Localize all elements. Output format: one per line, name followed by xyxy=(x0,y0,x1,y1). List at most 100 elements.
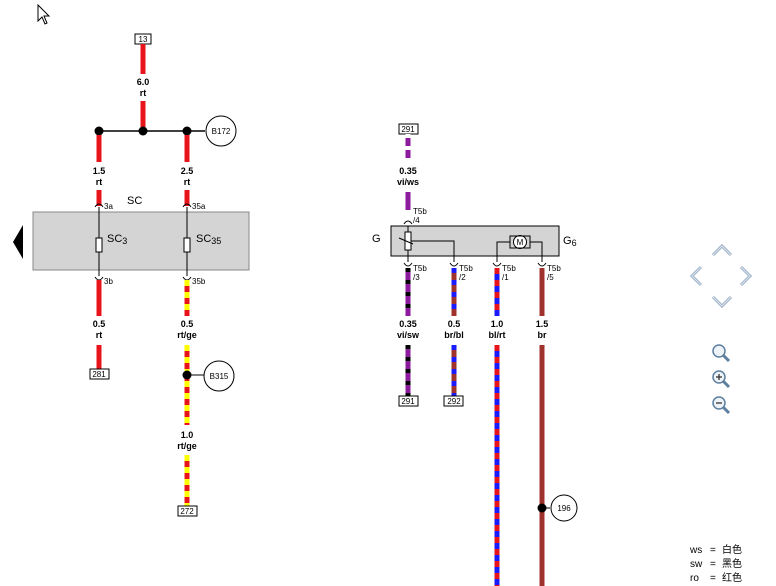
fuse-sc35-icon xyxy=(183,237,191,253)
pin-t5b-5-label-a: T5b xyxy=(547,264,561,273)
legend-eq: = xyxy=(710,545,716,556)
connector-292-label: 292 xyxy=(447,397,461,406)
motor-label: M xyxy=(517,238,524,247)
ground-point-b172 xyxy=(205,115,237,147)
chevron-right-icon[interactable] xyxy=(738,264,754,288)
legend-meaning: 白色 xyxy=(722,545,742,556)
legend-eq: = xyxy=(710,573,716,584)
wire-w8-color: vi/sw xyxy=(397,330,420,340)
wire-w9-size: 0.5 xyxy=(448,319,461,329)
wire-w4-color: rt xyxy=(96,330,103,340)
ground-point-196-label: 196 xyxy=(557,504,571,513)
internal-wire xyxy=(496,241,510,262)
connector-291-bottom-label: 291 xyxy=(401,397,415,406)
fuse-sc3-icon xyxy=(95,237,103,253)
pin-t5b-1-label-b: /1 xyxy=(502,273,509,282)
internal-wire xyxy=(530,241,543,262)
wire-w11-size: 1.5 xyxy=(536,319,549,329)
pin-t5b-4-label-a: T5b xyxy=(413,207,427,216)
legend-row: ro = 红色 xyxy=(690,572,742,586)
wire-w5-size: 0.5 xyxy=(181,319,194,329)
chevron-up-icon[interactable] xyxy=(710,242,734,258)
wire-w2-size: 1.5 xyxy=(93,166,106,176)
scroll-left-arrow-icon[interactable] xyxy=(13,225,23,259)
pin-35a-label: 35a xyxy=(192,202,206,211)
fuse-sc3-label: SC3 xyxy=(107,233,127,246)
junction-dot xyxy=(94,126,104,136)
fuse-box-sc xyxy=(32,211,250,271)
wire-w4-size: 0.5 xyxy=(93,319,106,329)
wire-w1-size: 6.0 xyxy=(137,77,150,87)
connector-291-top-label: 291 xyxy=(401,125,415,134)
zoom-in-icon[interactable] xyxy=(710,368,732,390)
fuse-sc35-label: SC35 xyxy=(196,233,221,246)
wire-w7-color: vi/ws xyxy=(397,177,419,187)
legend-meaning: 红色 xyxy=(722,573,742,584)
legend-code: sw xyxy=(690,559,703,570)
pin-t5b-4-label-b: /4 xyxy=(413,216,420,225)
legend-eq: = xyxy=(710,559,716,570)
color-legend: ws = 白色 sw = 黑色 ro = 红色 xyxy=(690,544,742,586)
pin-t5b-2 xyxy=(449,262,459,267)
pin-t5b-3 xyxy=(403,262,413,267)
pin-3a xyxy=(94,203,104,208)
pin-t5b-1 xyxy=(492,262,502,267)
legend-row: sw = 黑色 xyxy=(690,558,742,572)
pin-t5b-4 xyxy=(403,220,413,225)
pin-t5b-3-label-a: T5b xyxy=(413,264,427,273)
pin-t5b-3-label-b: /3 xyxy=(413,273,420,282)
wire-w8-size: 0.35 xyxy=(399,319,417,329)
wire-w1-color: rt xyxy=(140,88,147,98)
chevron-down-icon[interactable] xyxy=(710,294,734,310)
mouse-cursor-icon xyxy=(37,3,51,25)
wire-w11-color: br xyxy=(538,330,547,340)
wire-w6-color: rt/ge xyxy=(177,441,197,451)
internal-wire xyxy=(411,240,455,262)
connector-272-label: 272 xyxy=(180,507,194,516)
pin-t5b-2-label-b: /2 xyxy=(459,273,466,282)
navigation-controls xyxy=(688,242,758,422)
pin-3a-label: 3a xyxy=(104,202,113,211)
pin-t5b-2-label-a: T5b xyxy=(459,264,473,273)
wire-w2-color: rt xyxy=(96,177,103,187)
ground-point-b172-label: B172 xyxy=(212,127,231,136)
zoom-out-icon[interactable] xyxy=(710,394,732,416)
legend-meaning: 黑色 xyxy=(722,559,742,570)
chevron-left-icon[interactable] xyxy=(688,264,704,288)
legend-code: ws xyxy=(690,545,703,556)
component-g6-label: G6 xyxy=(563,235,577,248)
pin-35a xyxy=(182,203,192,208)
wire-w6-size: 1.0 xyxy=(181,430,194,440)
wire-w7-size: 0.35 xyxy=(399,166,417,176)
pin-35b xyxy=(182,276,192,281)
connector-291-bottom xyxy=(398,395,419,407)
wire-w3-size: 2.5 xyxy=(181,166,194,176)
connector-292 xyxy=(443,395,464,407)
wire-w10-size: 1.0 xyxy=(491,319,504,329)
wire-w9-color: br/bl xyxy=(444,330,464,340)
pin-3b xyxy=(94,276,104,281)
ground-point-b315 xyxy=(203,360,235,392)
magnifier-icon[interactable] xyxy=(710,342,732,364)
junction-dot xyxy=(182,126,192,136)
connector-272 xyxy=(177,505,198,517)
fuse-box-sc-label: SC xyxy=(127,195,142,207)
component-g-label: G xyxy=(372,233,381,245)
ground-point-b315-label: B315 xyxy=(210,372,229,381)
connector-281 xyxy=(89,368,110,380)
legend-row: ws = 白色 xyxy=(690,544,742,558)
ground-point-196 xyxy=(550,494,578,522)
pin-t5b-1-label-a: T5b xyxy=(502,264,516,273)
pin-35b-label: 35b xyxy=(192,277,206,286)
wire-w10-color: bl/rt xyxy=(489,330,506,340)
wire-w3-color: rt xyxy=(184,177,191,187)
pin-3b-label: 3b xyxy=(104,277,113,286)
pin-t5b-5-label-b: /5 xyxy=(547,273,554,282)
junction-dot xyxy=(138,126,148,136)
connector-13-label: 13 xyxy=(139,35,148,44)
legend-code: ro xyxy=(690,573,699,584)
wire-w5-color: rt/ge xyxy=(177,330,197,340)
pin-t5b-5 xyxy=(537,262,547,267)
potentiometer-wiper xyxy=(398,237,414,245)
